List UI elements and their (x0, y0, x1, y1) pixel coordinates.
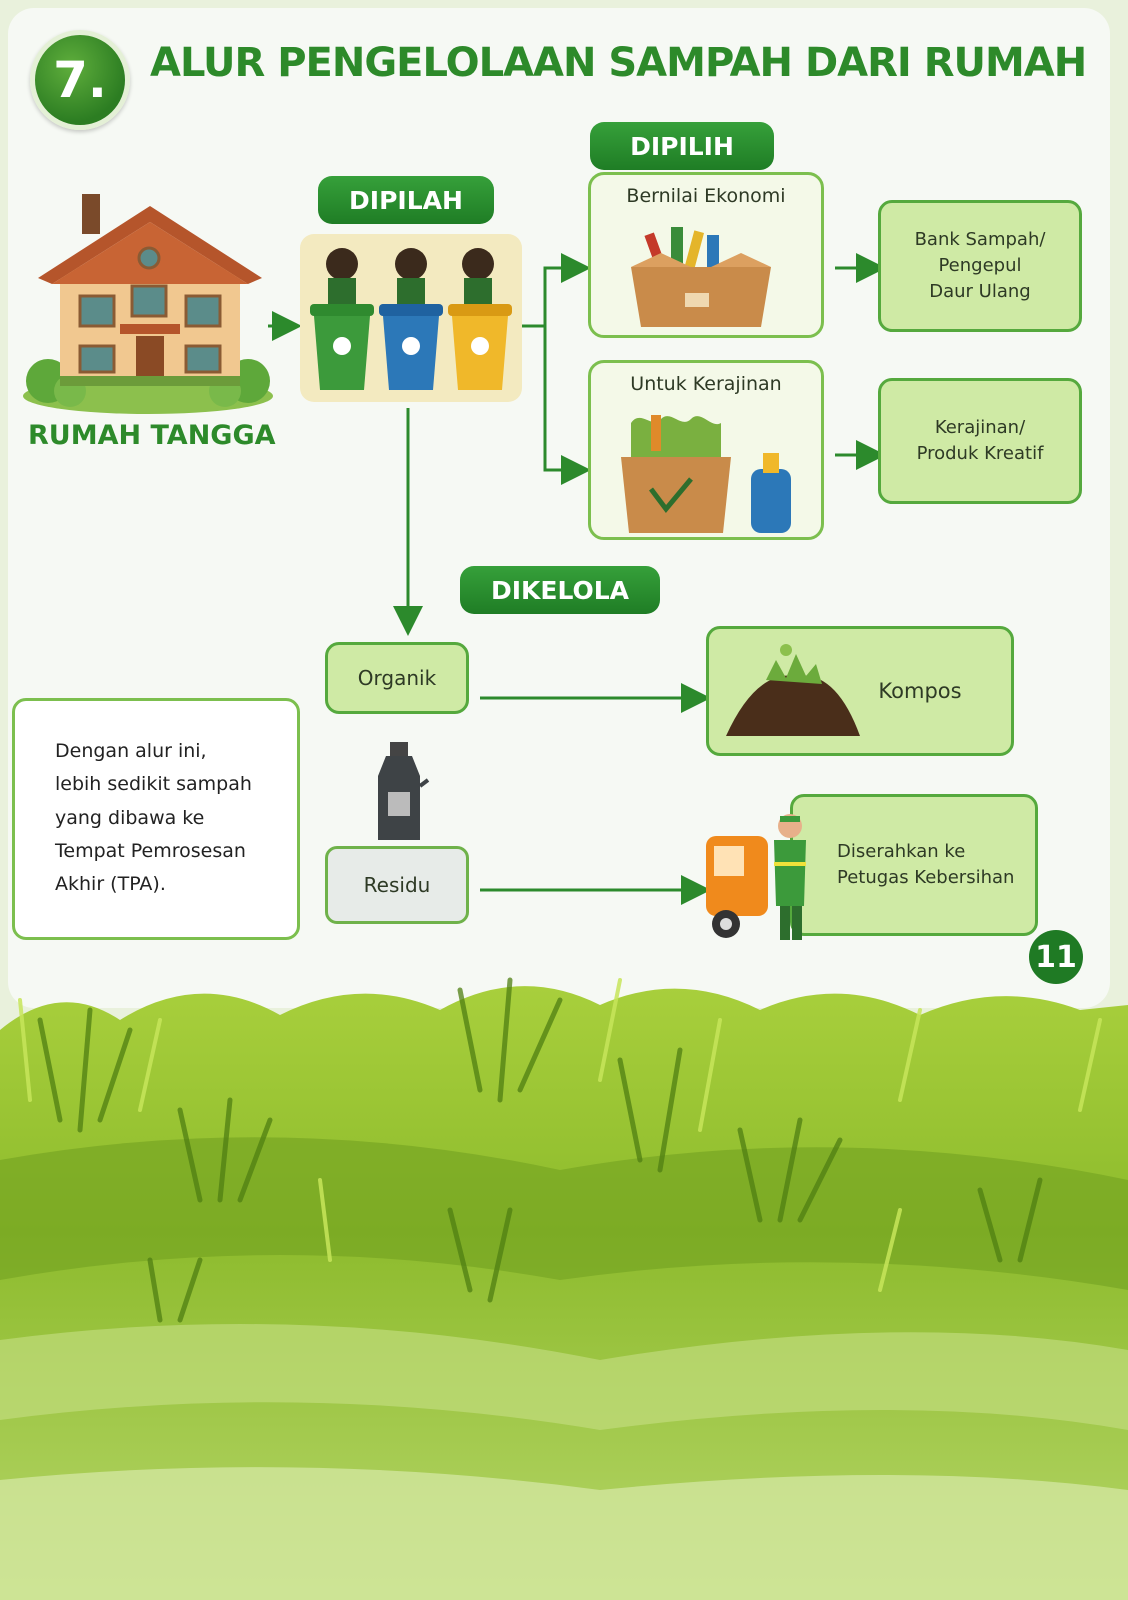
step-label-managed: DIKELOLA (460, 566, 660, 614)
creative-product-box: Kerajinan/ Produk Kreatif (878, 378, 1082, 504)
garbage-truck-icon (706, 814, 806, 940)
house-icon (23, 194, 273, 414)
waste-bank-box: Bank Sampah/ Pengepul Daur Ulang (878, 200, 1082, 332)
economic-value-box: Bernilai Ekonomi (588, 172, 824, 338)
craft-box: Untuk Kerajinan (588, 360, 824, 540)
step-label-sorted: DIPILAH (318, 176, 494, 224)
organic-box: Organik (325, 642, 469, 714)
page-title: ALUR PENGELOLAAN SAMPAH DARI RUMAH (150, 40, 1087, 86)
compost-label: Kompos (878, 678, 962, 703)
craft-label: Untuk Kerajinan (630, 373, 782, 395)
flow-arrows (268, 253, 886, 905)
bottle-icon (378, 742, 430, 840)
grass-background (0, 977, 1128, 1600)
box-of-recyclables-icon (631, 227, 771, 327)
page-number: 11 (1029, 930, 1083, 984)
section-number-badge: 7. (30, 30, 130, 130)
recycle-bins-icon (300, 234, 522, 402)
residue-box: Residu (325, 846, 469, 924)
economic-value-label: Bernilai Ekonomi (626, 185, 786, 207)
info-note: Dengan alur ini, lebih sedikit sampah ya… (12, 698, 300, 940)
cleaning-officer-box: Diserahkan ke Petugas Kebersihan (790, 794, 1038, 936)
compost-pile-icon (726, 644, 860, 736)
step-label-selected: DIPILIH (590, 122, 774, 170)
craft-box-icon (621, 415, 791, 533)
household-label: RUMAH TANGGA (28, 420, 276, 451)
